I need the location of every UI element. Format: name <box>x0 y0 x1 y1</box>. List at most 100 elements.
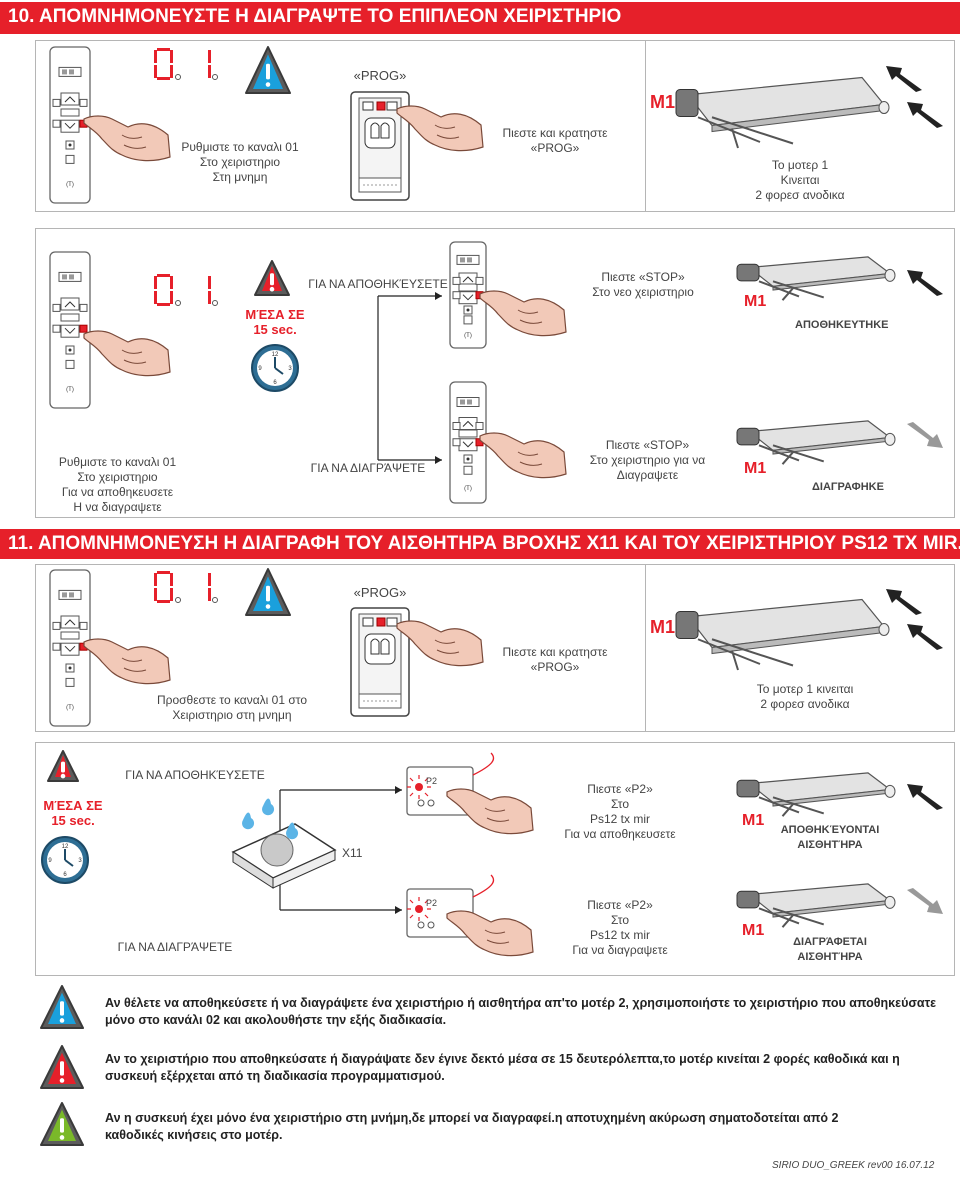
pressing-hand-illustration <box>479 432 567 479</box>
press-p2-store-text: Πιεστε «P2» Στο Ps12 tx mir Για να αποθη… <box>555 782 685 842</box>
within-15-sec: ΜΈΣΑ ΣΕ 15 sec. <box>240 307 310 337</box>
text-line: Πιεστε «P2» <box>587 898 653 912</box>
svg-text:9: 9 <box>258 366 262 372</box>
text-line: Ps12 tx mir <box>589 812 650 826</box>
delete-title: ΓΙΑ ΝΑ ΔΙΑΓΡΆΨΕΤΕ <box>117 940 233 954</box>
motor-label: M1 <box>650 617 676 637</box>
motor-moves-text: Το μοτερ 1 κινειται 2 φορεσ ανοδικα <box>735 682 875 712</box>
note-paragraph: Αν θέλετε να αποθηκεύσετε ή να διαγράψετ… <box>105 996 937 1027</box>
step-row-box <box>35 564 955 732</box>
text-line: Διαγραψετε <box>616 468 679 482</box>
info-warning-icon-red <box>40 1045 84 1089</box>
warning-icon-red <box>47 750 79 782</box>
down-arrow-icon <box>907 888 943 914</box>
text-line: Στο <box>610 797 630 811</box>
svg-text:6: 6 <box>273 380 277 386</box>
note-paragraph: Αν το χειριστήριο που αποθηκεύσατε ή δια… <box>105 1052 900 1083</box>
awning-illustration <box>675 76 890 149</box>
clock-icon: 12 3 6 9 <box>41 836 89 884</box>
svg-text:6: 6 <box>63 872 67 878</box>
p2-label: P2 <box>426 776 438 786</box>
svg-text:9: 9 <box>48 858 52 864</box>
up-arrow-icon <box>886 66 922 92</box>
receiver-unit-illustration <box>350 91 410 201</box>
text-line: Το μοτερ 1 <box>771 158 829 172</box>
up-arrow-icon <box>907 270 943 296</box>
step-row-box <box>35 40 955 212</box>
pressing-hand-illustration <box>396 105 484 152</box>
text-line: ΜΈΣΑ ΣΕ <box>245 307 305 322</box>
text-line: ΜΈΣΑ ΣΕ <box>43 798 103 813</box>
svg-text:12: 12 <box>62 844 69 850</box>
text-line: Πιεστε και κρατηστε <box>502 126 608 140</box>
motor-label: M1 <box>744 460 767 477</box>
text-line: Στο νεο χειριστηριο <box>592 285 694 299</box>
set-channel-text: Ρυθμιστε το καναλι 01 Στο χειριστηριο Στ… <box>180 140 300 185</box>
note-paragraph: Αν η συσκευή έχει μόνο ένα χειριστήριο σ… <box>105 1111 839 1142</box>
text-line: Για να διαγραψετε <box>572 943 668 957</box>
section-11-header: 11. ΑΠΟΜΝΗΜΟΝΕΥΣΗ Η ΔΙΑΓΡΑΦΗ ΤΟΥ ΑΙΣΘΗΤΗ… <box>0 529 960 559</box>
up-arrow-icon <box>907 784 943 810</box>
text-line: Στο <box>610 913 630 927</box>
text-line: Προσθεστε το καναλι 01 στο <box>156 693 308 707</box>
text-line: 2 φορεσ ανοδικα <box>755 188 845 202</box>
add-channel-text: Προσθεστε το καναλι 01 στο Χειριστηριο σ… <box>152 693 312 723</box>
text-line: Πιεστε «P2» <box>587 782 653 796</box>
pressing-hand-illustration <box>83 115 171 162</box>
prog-label: «PROG» <box>353 585 407 600</box>
divider <box>645 40 646 212</box>
svg-text:3: 3 <box>288 366 292 372</box>
text-line: Ρυθμιστε το καναλι 01 <box>181 140 299 154</box>
remote-control-illustration: (T) <box>449 241 487 349</box>
clock-icon: 12 3 6 9 <box>251 344 299 392</box>
info-warning-icon-blue <box>40 985 84 1029</box>
awning-illustration <box>675 598 890 671</box>
text-line: ΑΙΣΘΗΤΉΡΑ <box>797 951 863 963</box>
awning-illustration <box>736 772 896 817</box>
up-arrow-icon <box>907 102 943 128</box>
text-line: Πιεστε «STOP» <box>605 438 690 452</box>
up-arrow-icon <box>907 624 943 650</box>
info-warning-icon-green <box>40 1102 84 1146</box>
text-line: 15 sec. <box>253 322 297 337</box>
motor-label: M1 <box>744 293 767 310</box>
deleted-status: ΔΙΑΓΡΑΦΗΚΕ <box>812 481 884 493</box>
channel-display <box>154 571 218 603</box>
motor-label: M1 <box>650 92 676 112</box>
store-title: ΓΙΑ ΝΑ ΑΠΟΘΗΚΈΥΣΕΤΕ <box>308 277 448 291</box>
text-line: Για να αποθηκευσετε <box>61 485 174 499</box>
svg-text:(T): (T) <box>464 333 472 339</box>
prog-label: «PROG» <box>353 68 407 83</box>
press-stop-new-text: Πιεστε «STOP» Στο νεο χειριστηριο <box>578 270 708 300</box>
text-line: Πιεστε «STOP» <box>601 270 685 284</box>
text-line: Η να διαγραψετε <box>73 500 162 514</box>
sensors-stored-status: ΑΠΟΘΗΚΈΥΟΝΤΑΙ ΑΙΣΘΗΤΉΡΑ <box>780 823 880 853</box>
text-line: «PROG» <box>530 141 580 155</box>
text-line: Στο χειριστηριο <box>77 470 158 484</box>
channel-display <box>154 48 218 80</box>
remote-control-illustration: (T) <box>49 251 91 409</box>
text-line: Πιεστε και κρατηστε <box>502 645 608 659</box>
text-line: Για να αποθηκευσετε <box>564 827 676 841</box>
press-hold-text: Πιεστε και κρατηστε «PROG» <box>490 645 620 675</box>
text-line: 15 sec. <box>51 813 95 828</box>
svg-text:12: 12 <box>272 352 279 358</box>
text-line: ΔΙΑΓΡΆΦΕΤΑΙ <box>793 936 867 948</box>
warning-icon-red <box>254 260 290 296</box>
press-stop-delete-text: Πιεστε «STOP» Στο χειριστηριο για να Δια… <box>575 438 720 483</box>
awning-illustration <box>736 883 896 928</box>
text-line: Στο χειριστηριο <box>199 155 281 169</box>
store-title: ΓΙΑ ΝΑ ΑΠΟΘΗΚΈΥΣΕΤΕ <box>125 768 265 782</box>
remote-control-illustration: (T) <box>49 46 91 204</box>
text-line: Ρυθμιστε το καναλι 01 <box>58 455 177 469</box>
svg-text:3: 3 <box>78 858 82 864</box>
warning-icon-blue <box>245 46 291 94</box>
svg-text:(T): (T) <box>66 182 74 188</box>
text-line: Το μοτερ 1 κινειται <box>756 682 854 696</box>
divider <box>645 564 646 732</box>
svg-text:(T): (T) <box>66 387 74 393</box>
text-line: «PROG» <box>530 660 580 674</box>
pressing-hand-illustration <box>446 910 534 957</box>
press-p2-delete-text: Πιεστε «P2» Στο Ps12 tx mir Για να διαγρ… <box>555 898 685 958</box>
motor-label: M1 <box>742 812 765 829</box>
